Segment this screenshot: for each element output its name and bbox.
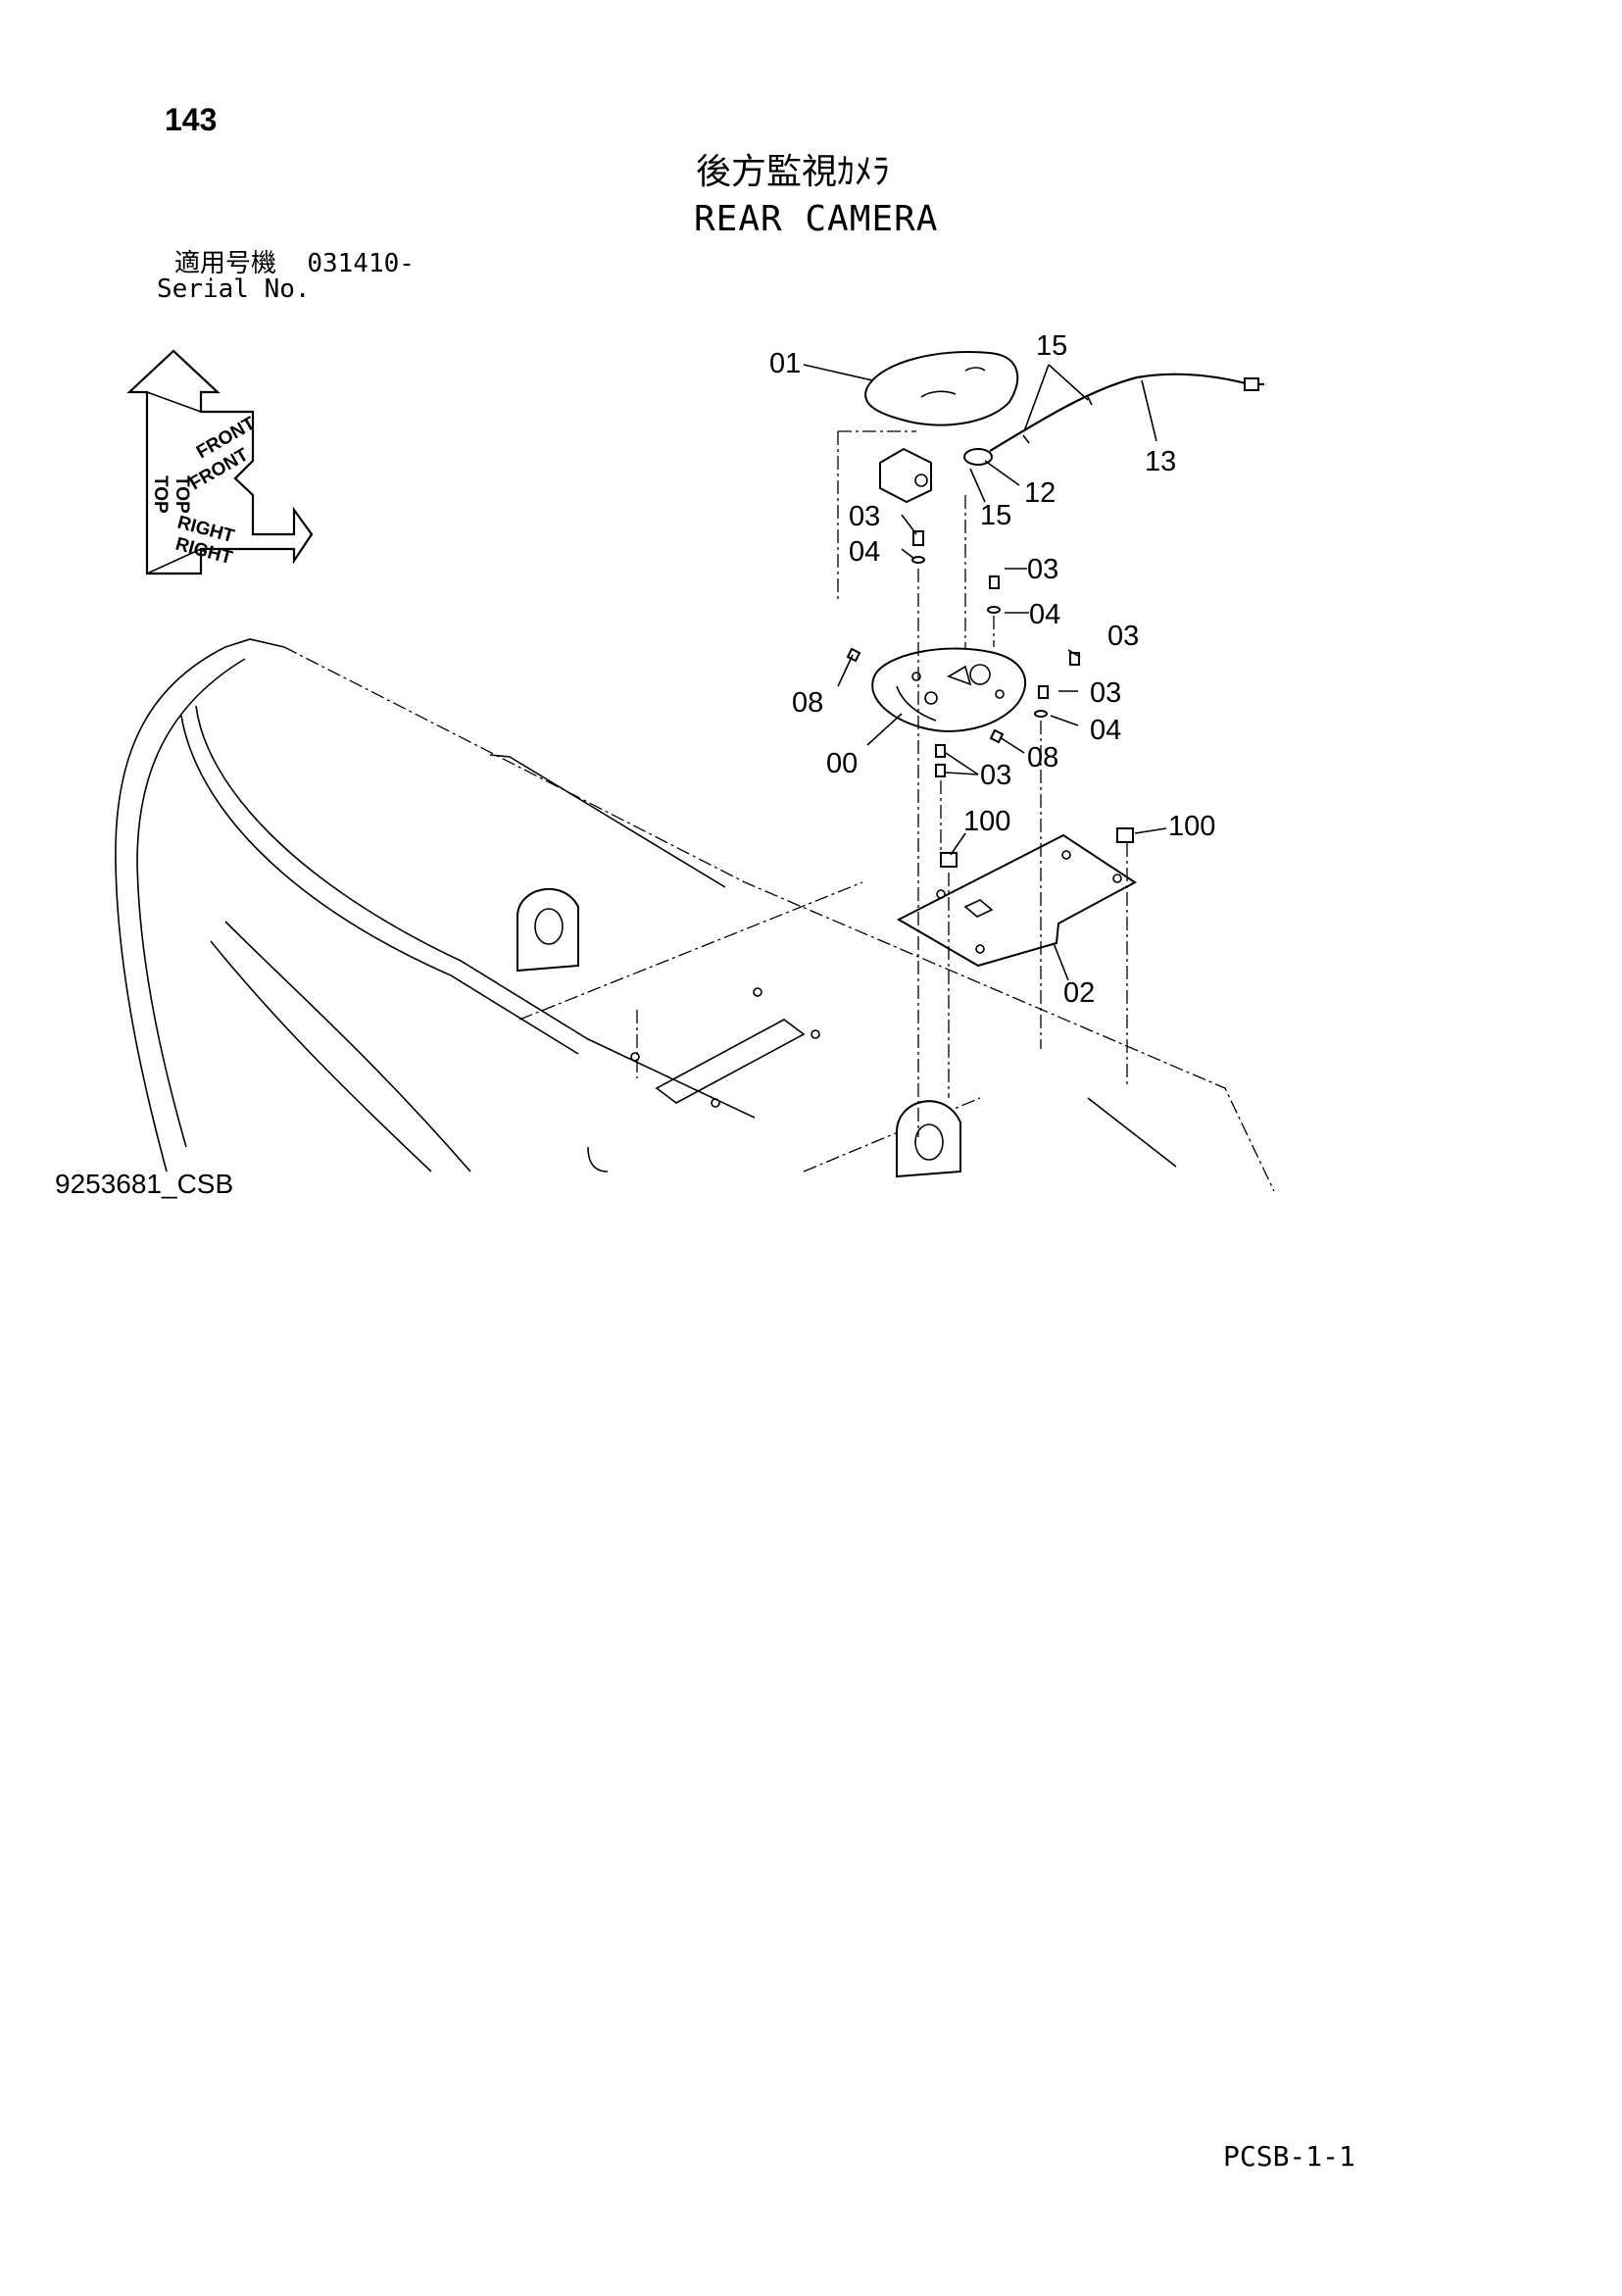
- part-camera-cover: [864, 350, 1019, 426]
- callout-08-b: 08: [1027, 742, 1058, 774]
- part-camera-unit: [837, 373, 1264, 687]
- page-number: 143: [165, 102, 218, 137]
- parts-diagram: TOP TOP FRONT FRONT RIGHT RIGHT: [115, 330, 1275, 1192]
- orientation-indicator: TOP TOP FRONT FRONT RIGHT RIGHT: [126, 349, 314, 575]
- leader-lines: [803, 364, 1167, 981]
- callout-12: 12: [1024, 477, 1056, 509]
- title-japanese: 後方監視ｶﾒﾗ: [696, 152, 891, 192]
- callout-04-b: 04: [1029, 599, 1060, 630]
- callout-100-right: 100: [1168, 811, 1215, 842]
- callout-100-left: 100: [963, 806, 1010, 837]
- callout-03-d: 03: [1090, 677, 1121, 709]
- drawing-id: 9253681_CSB: [55, 1169, 234, 1199]
- label-top: TOP: [150, 475, 171, 514]
- callout-08-a: 08: [792, 687, 823, 719]
- callout-03-c: 03: [1107, 621, 1139, 652]
- title-english: REAR CAMERA: [694, 199, 939, 239]
- callout-04-a: 04: [849, 536, 880, 568]
- callout-13: 13: [1145, 446, 1176, 477]
- label-top-shadow: TOP: [172, 475, 192, 514]
- page-code: PCSB-1-1: [1223, 2140, 1355, 2172]
- part-bracket: [871, 647, 1027, 732]
- callout-labels: 01 15 13 12 15 03 04 03 04 03 03 04 08 0…: [769, 330, 1215, 1009]
- serial-range: 適用号機 031410-: [174, 251, 415, 276]
- machine-body: [115, 638, 1275, 1192]
- alignment-lines: [917, 569, 1128, 1137]
- callout-03-e: 03: [980, 760, 1011, 791]
- serial-label-japanese: 適用号機: [174, 249, 277, 278]
- callout-00: 00: [826, 748, 858, 779]
- callout-03-b: 03: [1027, 554, 1058, 585]
- serial-value: 031410-: [307, 249, 415, 278]
- callout-03-a: 03: [849, 501, 880, 532]
- callout-15-top: 15: [1036, 330, 1067, 362]
- part-base-plate: [896, 833, 1137, 968]
- fasteners: [846, 530, 1134, 868]
- callout-01: 01: [769, 348, 801, 379]
- callout-15-bottom: 15: [980, 500, 1011, 531]
- serial-label-english: Serial No.: [157, 275, 311, 304]
- callout-02: 02: [1063, 977, 1095, 1009]
- callout-04-c: 04: [1090, 715, 1121, 746]
